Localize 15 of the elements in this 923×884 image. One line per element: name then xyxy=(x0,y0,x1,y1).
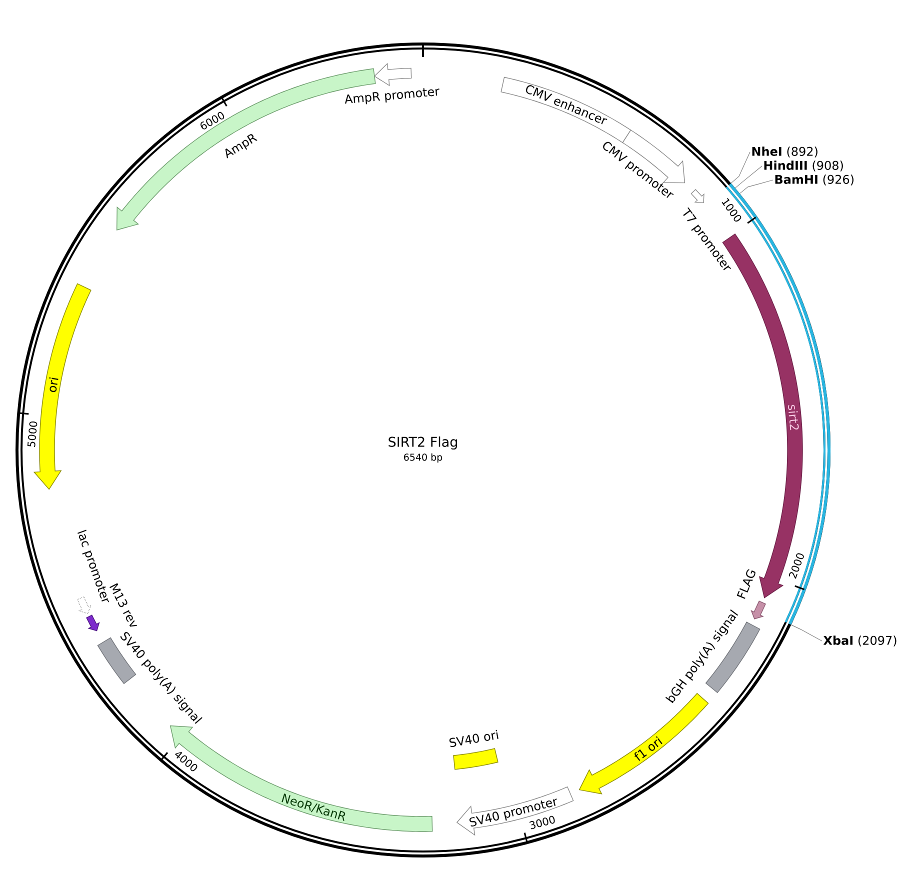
scale-tick: 2000 xyxy=(788,553,805,590)
leader-line xyxy=(739,180,774,194)
leader-line xyxy=(790,624,822,642)
leader-line xyxy=(730,152,750,184)
node-label: M13 rev xyxy=(110,583,138,627)
node-label: SV40 ori xyxy=(449,730,498,747)
site-label: BamHI (926) xyxy=(775,174,854,186)
leader-line xyxy=(734,166,762,188)
plasmid-name: SIRT2 Flag xyxy=(388,436,457,450)
node-label: FLAG xyxy=(736,569,756,599)
site-label: HindIII (908) xyxy=(764,160,843,172)
site-label: NheI (892) xyxy=(752,146,818,158)
plasmid-size: 6540 bp xyxy=(404,453,442,463)
feature-box: SV40 ori xyxy=(449,730,498,770)
site-label: XbaI (2097) xyxy=(823,636,896,646)
